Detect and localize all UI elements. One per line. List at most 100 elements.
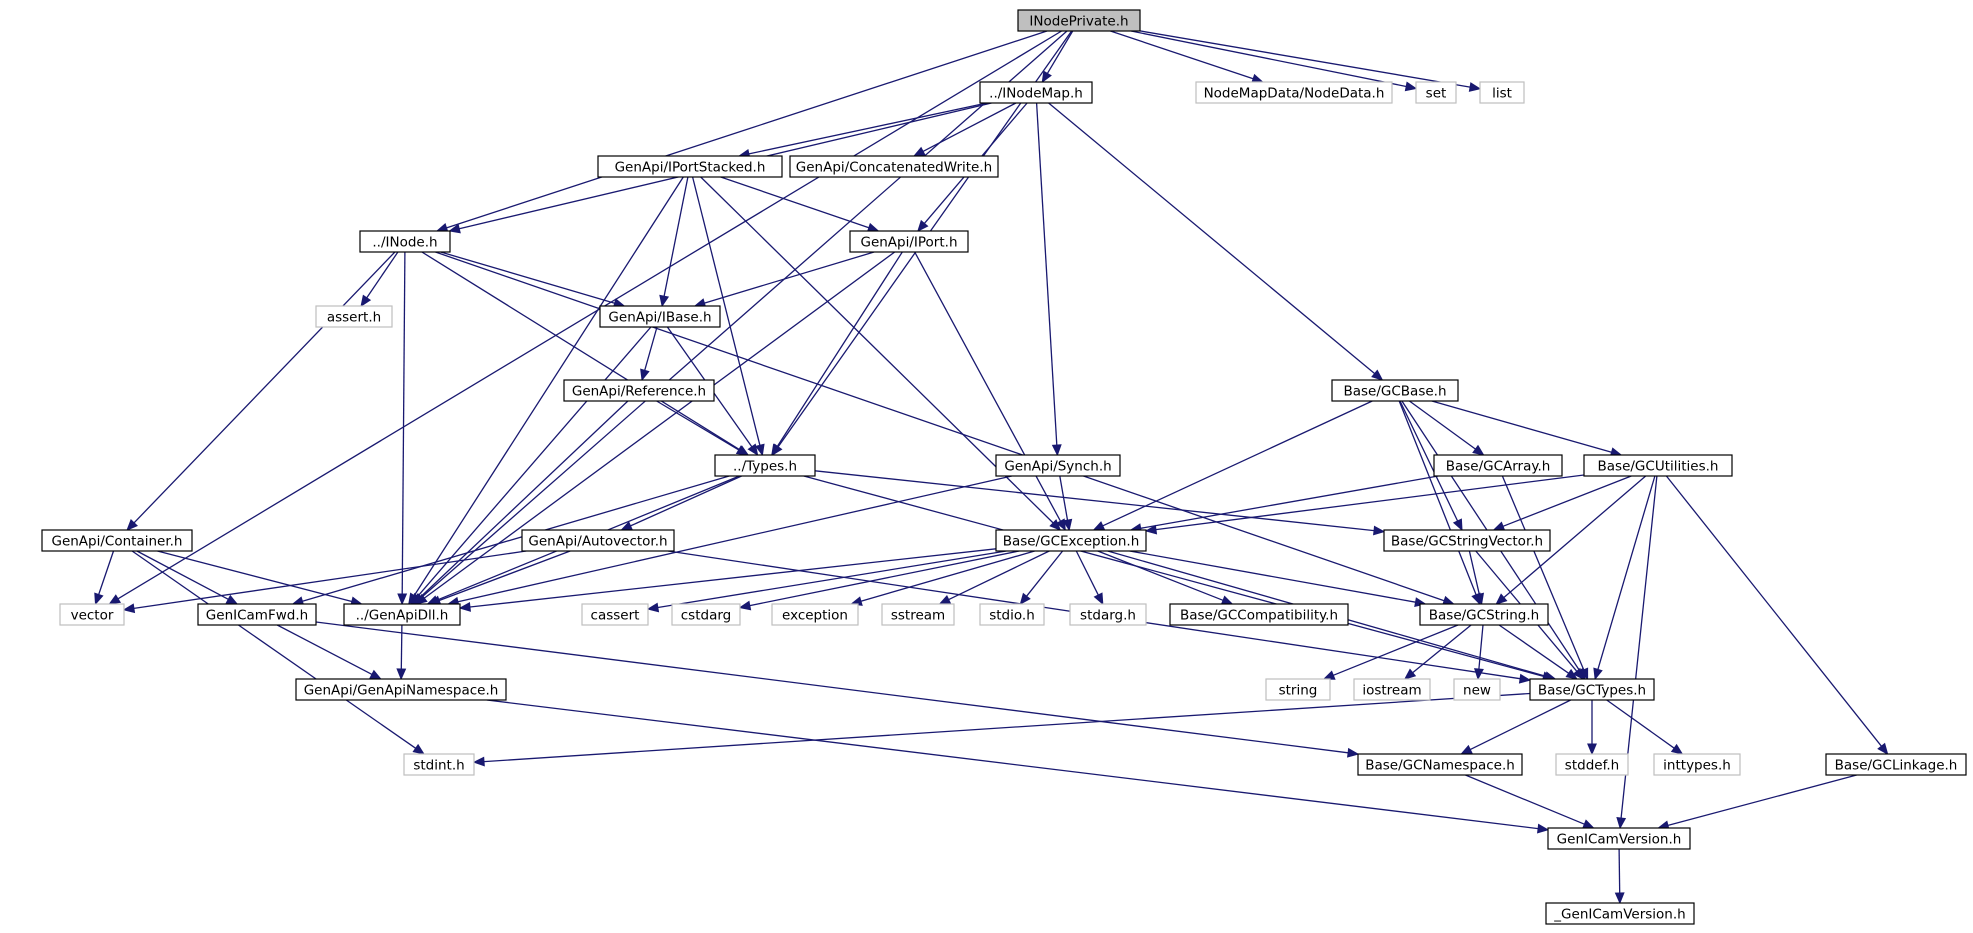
node--genicamversion[interactable]: _GenICamVersion.h <box>1545 902 1695 925</box>
node-inttypes: inttypes.h <box>1653 753 1741 776</box>
edge-inodeprivate-to-vector <box>108 30 1062 605</box>
node-gcexception[interactable]: Base/GCException.h <box>995 529 1147 552</box>
node-label: GenApi/Container.h <box>51 534 182 550</box>
edge-gcbase-to-gcarray <box>1409 400 1485 456</box>
edge-gcstring-to-string <box>1322 624 1459 680</box>
node-iport[interactable]: GenApi/IPort.h <box>849 230 969 253</box>
edge-gcarray-to-gctypes <box>1501 475 1589 681</box>
node-label: GenApi/GenApiNamespace.h <box>304 683 499 699</box>
node-cstdarg: cstdarg <box>671 603 741 626</box>
node-box <box>295 678 507 701</box>
node-label: ../INode.h <box>372 235 437 251</box>
node-gcutilities[interactable]: Base/GCUtilities.h <box>1583 454 1733 477</box>
node-box <box>1419 603 1549 626</box>
node-box <box>1583 454 1733 477</box>
node-box <box>359 230 451 253</box>
node-concatwrite[interactable]: GenApi/ConcatenatedWrite.h <box>789 155 999 178</box>
edge-iportstacked-to-types <box>691 176 765 457</box>
edge-gcutilities-to-gctypes <box>1593 475 1656 681</box>
edge-inodeprivate-to-list <box>1139 30 1482 92</box>
node-box <box>789 155 999 178</box>
node-box <box>1479 81 1525 104</box>
node-genicamfwd[interactable]: GenICamFwd.h <box>197 603 317 626</box>
node-gcstringvector[interactable]: Base/GCStringVector.h <box>1383 529 1551 552</box>
node-gccompat[interactable]: Base/GCCompatibility.h <box>1169 603 1349 626</box>
node-autovector[interactable]: GenApi/Autovector.h <box>521 529 675 552</box>
edge-iport-to-types <box>771 251 903 457</box>
edge-genapinamespace-to-genicamversion <box>486 699 1550 834</box>
node-inode[interactable]: ../INode.h <box>359 230 451 253</box>
edge-inodeprivate-to-inode <box>435 30 1048 233</box>
node-label: GenApi/ConcatenatedWrite.h <box>796 160 992 176</box>
edge-inodemap-to-gcbase <box>1048 102 1384 381</box>
node-inodemap[interactable]: ../INodeMap.h <box>979 81 1093 104</box>
node-label: vector <box>71 608 114 624</box>
node-gcarray[interactable]: Base/GCArray.h <box>1433 454 1563 477</box>
node-box <box>1169 603 1349 626</box>
node-gcnamespace[interactable]: Base/GCNamespace.h <box>1357 753 1523 776</box>
node-box <box>1383 529 1551 552</box>
node-label: sstream <box>891 608 945 624</box>
node-label: GenApi/Autovector.h <box>528 534 667 550</box>
node-box <box>1415 81 1457 104</box>
edge-iportstacked-to-gcexception <box>700 176 1062 531</box>
node-inodeprivate: INodePrivate.h <box>1017 9 1141 32</box>
node-box <box>1547 827 1691 850</box>
node-iostream: iostream <box>1353 678 1431 701</box>
node-gctypes[interactable]: Base/GCTypes.h <box>1529 678 1655 701</box>
node-label: GenICamVersion.h <box>1557 832 1682 848</box>
node-label: Base/GCBase.h <box>1343 384 1446 400</box>
node-ibase[interactable]: GenApi/IBase.h <box>599 305 721 328</box>
node-gclinkage[interactable]: Base/GCLinkage.h <box>1825 753 1967 776</box>
edge-gcstring-to-iostream <box>1403 624 1472 680</box>
node-stdio: stdio.h <box>979 603 1045 626</box>
edge-gcexception-to-stdarg <box>1075 550 1104 606</box>
node-label: string <box>1279 683 1318 699</box>
edge-reference-to-types <box>656 400 749 456</box>
node-iportstacked[interactable]: GenApi/IPortStacked.h <box>597 155 783 178</box>
node-set: set <box>1415 81 1457 104</box>
edge-gcexception-to-gccompat <box>1097 550 1234 605</box>
node-label: Base/GCString.h <box>1429 608 1539 624</box>
edge-inode-to-container <box>126 251 396 531</box>
edge-genicamfwd-to-genapinamespace <box>276 624 382 680</box>
node-synch[interactable]: GenApi/Synch.h <box>995 454 1121 477</box>
edge-gcnamespace-to-genicamversion <box>1465 774 1595 829</box>
node-reference[interactable]: GenApi/Reference.h <box>563 379 715 402</box>
node-nodedata: NodeMapData/NodeData.h <box>1195 81 1393 104</box>
node-types[interactable]: ../Types.h <box>714 454 816 477</box>
node-label: stdio.h <box>989 608 1035 624</box>
edge-types-to-gcstringvector <box>814 470 1386 536</box>
node-label: GenApi/IBase.h <box>608 310 711 326</box>
node-genapinamespace[interactable]: GenApi/GenApiNamespace.h <box>295 678 507 701</box>
node-box <box>197 603 317 626</box>
edge-ibase-to-reference <box>640 326 658 382</box>
node-label: GenApi/IPort.h <box>860 235 957 251</box>
node-label: Base/GCException.h <box>1003 534 1140 550</box>
node-container[interactable]: GenApi/Container.h <box>41 529 193 552</box>
node-box <box>1555 753 1629 776</box>
edge-inodeprivate-to-genapidll <box>413 30 1068 605</box>
node-genapidll[interactable]: ../GenApiDll.h <box>343 603 461 626</box>
node-box <box>59 603 125 626</box>
node-label: Base/GCArray.h <box>1446 459 1551 475</box>
edge-autovector-to-genapidll <box>428 550 571 605</box>
node-genicamversion[interactable]: GenICamVersion.h <box>1547 827 1691 850</box>
node-gcstring[interactable]: Base/GCString.h <box>1419 603 1549 626</box>
node-new: new <box>1453 678 1501 701</box>
edge-iportstacked-to-iport <box>720 176 880 233</box>
edge-gcutilities-to-gcexception <box>1144 474 1585 535</box>
edge-autovector-to-vector <box>122 550 527 614</box>
node-box <box>1653 753 1741 776</box>
edge-gcbase-to-gcutilities <box>1431 400 1623 457</box>
node-label: GenApi/IPortStacked.h <box>615 160 766 176</box>
node-label: new <box>1463 683 1491 699</box>
node-gcbase[interactable]: Base/GCBase.h <box>1331 379 1459 402</box>
node-box <box>1265 678 1331 701</box>
node-box <box>521 529 675 552</box>
node-label: NodeMapData/NodeData.h <box>1204 86 1385 102</box>
node-box <box>979 81 1093 104</box>
edge-gcexception-to-cassert <box>646 550 1007 613</box>
node-label: GenICamFwd.h <box>206 608 308 624</box>
